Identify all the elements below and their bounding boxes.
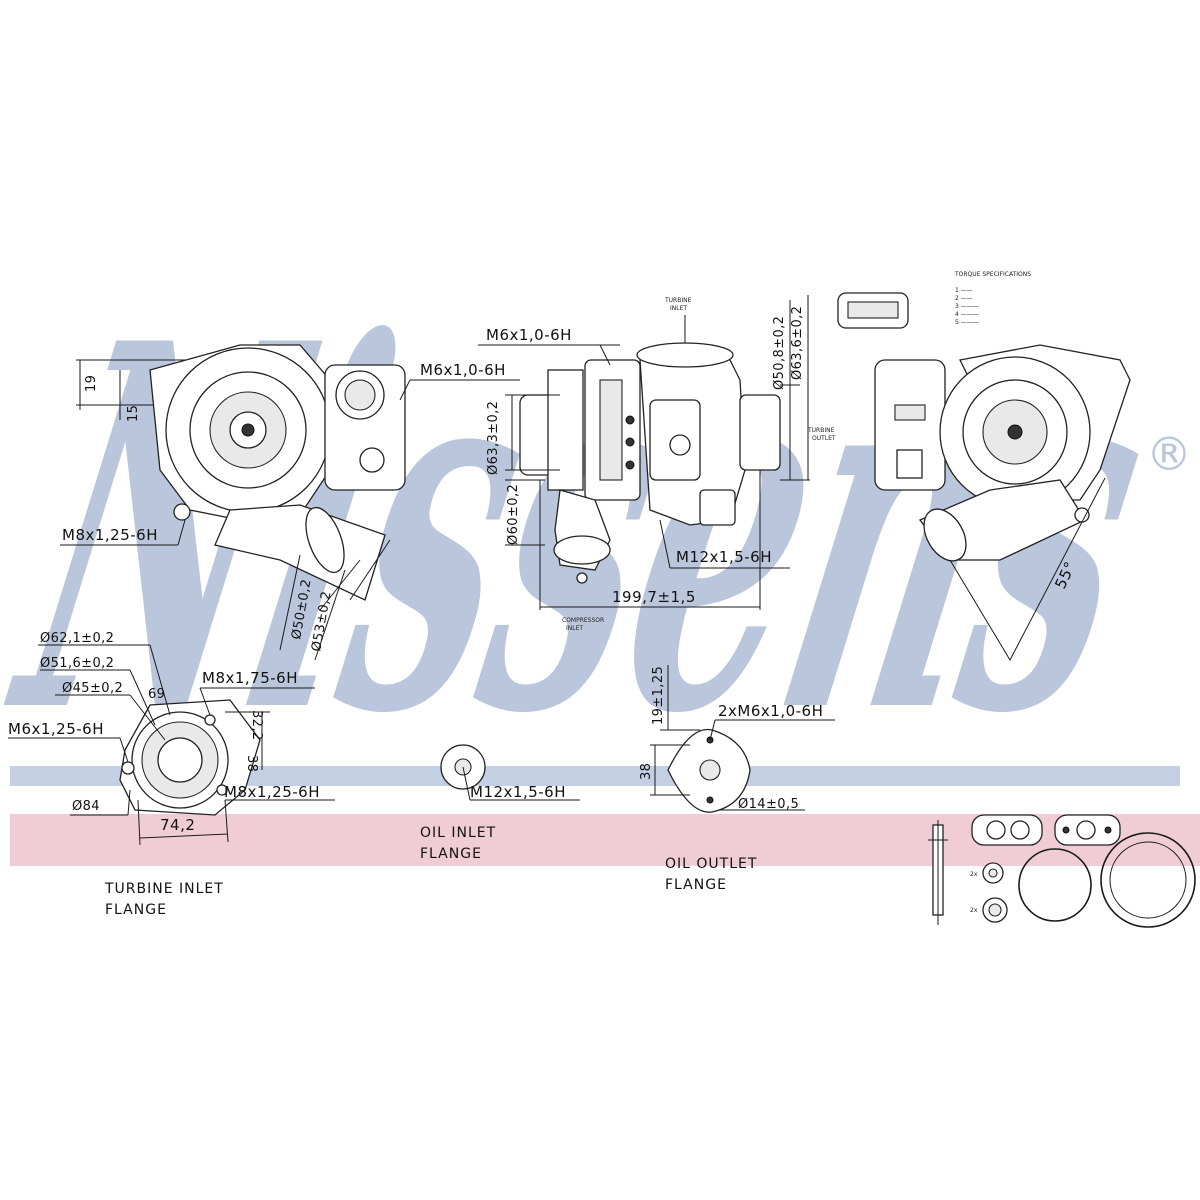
oil-inlet-flange: M12x1,5-6H OIL INLET FLANGE	[420, 744, 580, 862]
length-label: 199,7±1,5	[612, 588, 696, 606]
oil-outlet-flange: 19±1,25 2xM6x1,0-6H 38 Ø14±0,5 OIL OUTLE…	[639, 665, 835, 893]
svg-text:TORQUE SPECIFICATIONS: TORQUE SPECIFICATIONS	[954, 271, 1031, 278]
qty-a-label: 2x	[970, 871, 978, 878]
qty-b-label: 2x	[970, 907, 978, 914]
stripe-blue	[10, 766, 1180, 786]
turbo-front-view: 19 15 M6x1,0-6H M8x1,25-6H Ø50±0,2 Ø53±0…	[60, 344, 520, 661]
dia-50-8-label: Ø50,8±0,2	[772, 316, 787, 390]
thread-bottom-label: M8x1,25-6H	[62, 526, 158, 544]
oil-outlet-caption-2: FLANGE	[665, 877, 727, 893]
svg-text:INLET: INLET	[566, 625, 583, 632]
oil-outlet-dim-38-label: 38	[639, 763, 654, 780]
dia-63-3-label: Ø63,3±0,2	[486, 401, 501, 475]
turbine-flange-caption-2: FLANGE	[105, 902, 167, 918]
svg-text:2 ——: 2 ——	[955, 295, 973, 302]
oil-outlet-caption-1: OIL OUTLET	[665, 856, 757, 872]
thread-top-label: M6x1,0-6H	[420, 361, 506, 379]
dia-51-6-label: Ø51,6±0,2	[40, 656, 114, 671]
registered-mark: ®	[1146, 427, 1192, 481]
oil-inlet-caption-2: FLANGE	[420, 846, 482, 862]
oil-outlet-dim-19-label: 19±1,25	[651, 666, 666, 725]
dia-45-label: Ø45±0,2	[62, 681, 123, 696]
dia-63-6-label: Ø63,6±0,2	[790, 306, 805, 380]
oil-inlet-thread-label: M12x1,5-6H	[470, 783, 566, 801]
svg-text:TURBINE: TURBINE	[664, 297, 692, 304]
oil-inlet-caption-1: OIL INLET	[420, 825, 496, 841]
turbo-rear-view: TORQUE SPECIFICATIONS 1 —— 2 —— 3 ——— 4 …	[874, 271, 1131, 662]
svg-text:5 ———: 5 ———	[955, 319, 979, 326]
side-thread-top-label: M6x1,0-6H	[486, 326, 572, 344]
oil-thread-label: M12x1,5-6H	[676, 548, 772, 566]
svg-text:3 ———: 3 ———	[955, 303, 979, 310]
flange-thread-left-label: M6x1,25-6H	[8, 720, 104, 738]
svg-text:TURBINE: TURBINE	[807, 427, 835, 434]
dia-60-label: Ø60±0,2	[506, 484, 521, 545]
oil-outlet-thread-label: 2xM6x1,0-6H	[718, 702, 823, 720]
svg-text:COMPRESSOR: COMPRESSOR	[562, 617, 604, 624]
dia-62-1-label: Ø62,1±0,2	[40, 631, 114, 646]
turbo-side-view: TURBINE INLET M6x1,0-6H Ø63,3±0,2 Ø60±0	[478, 292, 909, 632]
flange-dim-38-label: 38	[244, 755, 259, 772]
turbine-inlet-flange: Ø62,1±0,2 Ø51,6±0,2 Ø45±0,2 69 M8x1,75-6…	[8, 631, 335, 918]
dia-14-label: Ø14±0,5	[738, 797, 799, 812]
flange-thread-bottom-label: M8x1,25-6H	[224, 783, 320, 801]
dim-74-2-label: 74,2	[160, 816, 195, 834]
svg-text:4 ———: 4 ———	[955, 311, 979, 318]
dim-69-label: 69	[148, 687, 165, 702]
dim-15-label: 15	[126, 405, 141, 422]
turbine-flange-caption-1: TURBINE INLET	[104, 881, 224, 897]
dim-19-label: 19	[84, 375, 99, 392]
svg-text:OUTLET: OUTLET	[812, 435, 836, 442]
dim-32-2-label: 32,2	[249, 710, 264, 741]
svg-text:INLET: INLET	[670, 305, 687, 312]
flange-thread-top-label: M8x1,75-6H	[202, 669, 298, 687]
gasket-kit: 2x 2x	[928, 814, 1196, 928]
svg-text:1 ——: 1 ——	[955, 287, 973, 294]
dia-84-label: Ø84	[72, 799, 100, 814]
